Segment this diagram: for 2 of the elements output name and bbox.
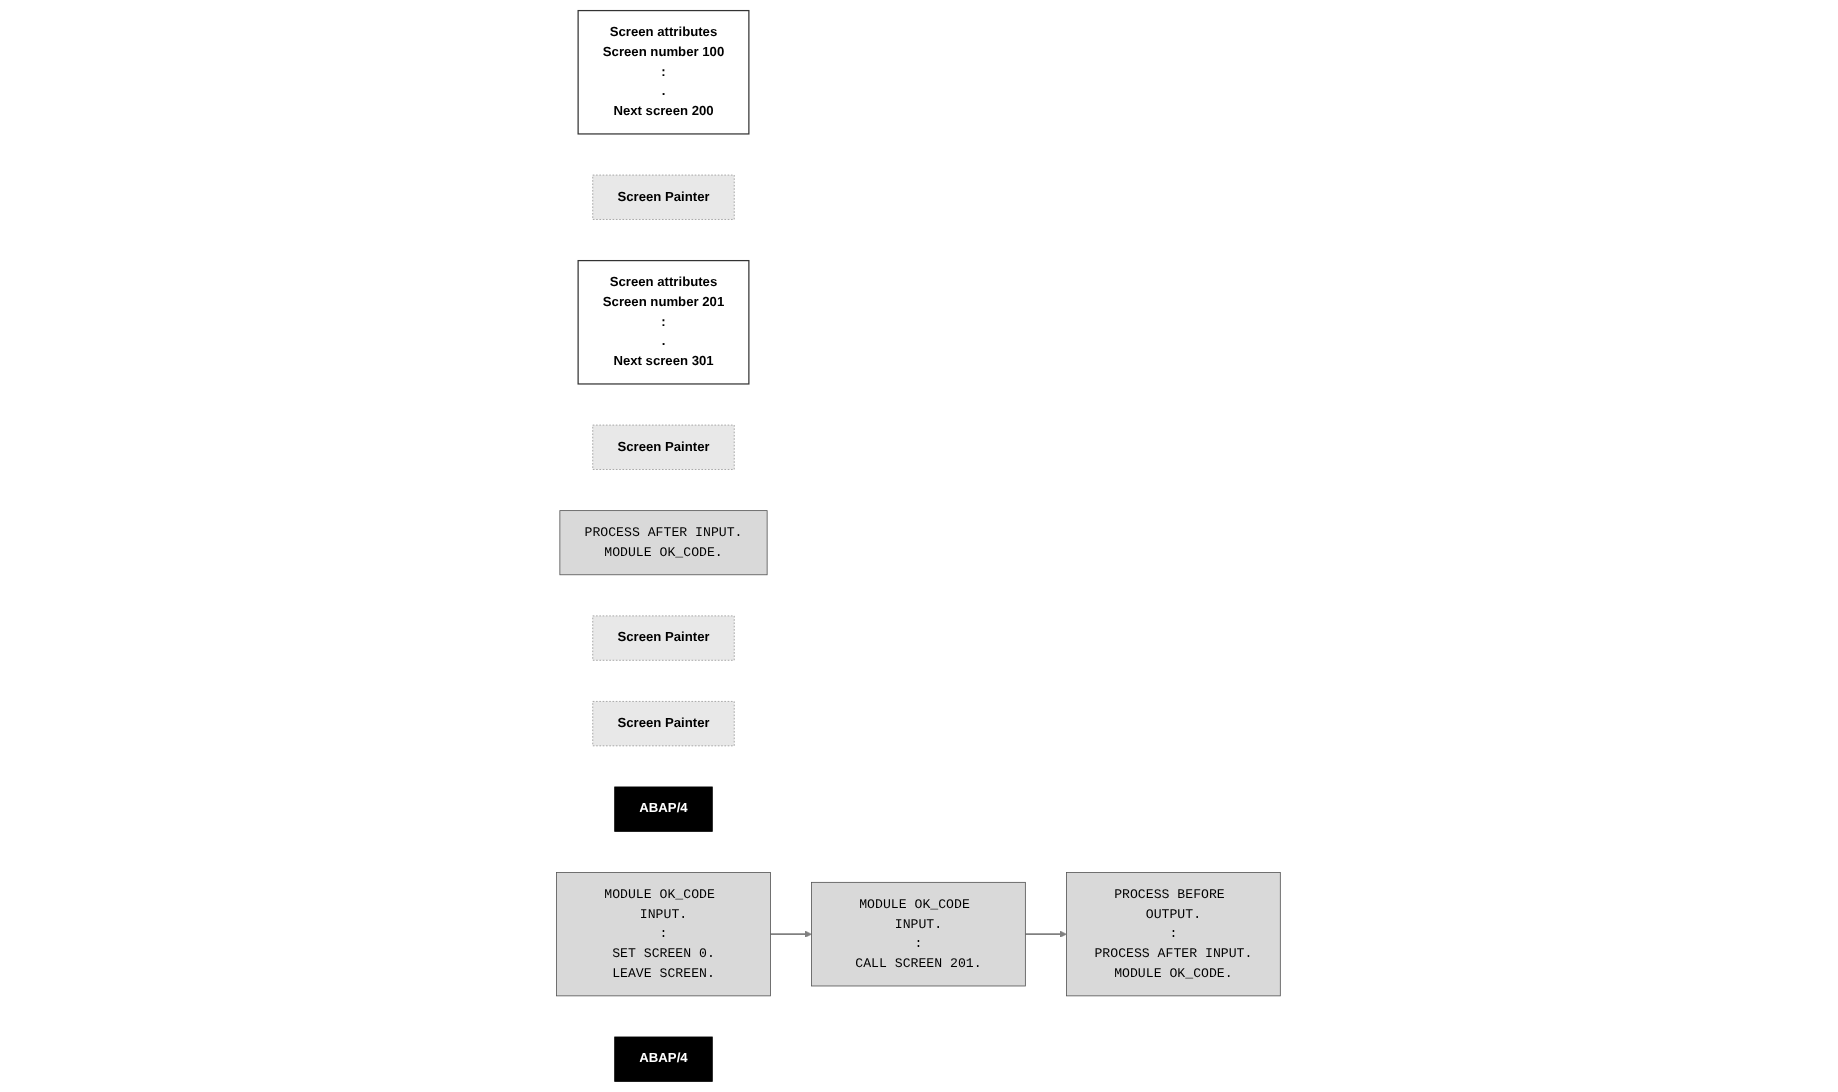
arrow xyxy=(770,930,813,938)
arrow xyxy=(1025,930,1068,938)
